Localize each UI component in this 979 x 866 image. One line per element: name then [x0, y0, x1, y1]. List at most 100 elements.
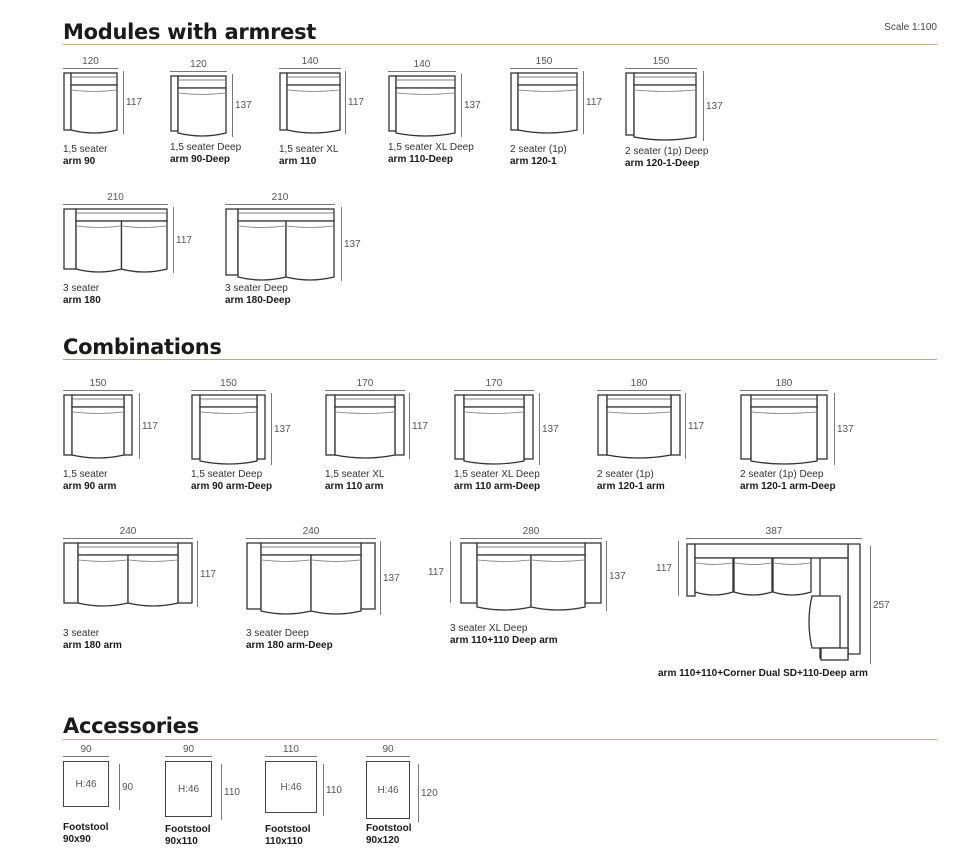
combination-code: arm 90 arm-Deep [191, 481, 273, 492]
armrest [740, 394, 752, 460]
armrest [816, 394, 828, 460]
combination-name: 2 seater (1p) Deep [740, 469, 824, 480]
width-dimension: 120 [63, 56, 118, 69]
backrest [75, 208, 168, 222]
seat-cushion [71, 406, 125, 459]
combination-name: 2 seater (1p) [597, 469, 654, 480]
armrest [523, 394, 534, 460]
module-code: arm 90-Deep [170, 154, 231, 165]
combination-code: arm 110+110 Deep arm [450, 635, 558, 646]
armrest [360, 542, 376, 610]
combination-name: 1,5 seater XL Deep [454, 469, 540, 480]
armrest [63, 208, 77, 270]
sofa-combination-drawing [740, 394, 828, 465]
combination-code: arm 110 arm [325, 481, 384, 492]
backrest [334, 394, 396, 408]
seat-cushion [694, 557, 734, 596]
backrest [633, 72, 697, 86]
sofa-combination-drawing [191, 394, 266, 465]
seat-cushion [286, 84, 341, 134]
width-dimension: 387 [686, 526, 862, 539]
width-dimension: 90 [63, 744, 109, 757]
seat-cushion [237, 220, 287, 281]
seat-cushion [750, 406, 818, 465]
sofa-module-drawing [225, 208, 335, 281]
sofa-combination-drawing [454, 394, 534, 465]
armrest [388, 75, 397, 132]
seat-cushion [772, 557, 812, 596]
width-dimension: 180 [597, 378, 681, 391]
backrest [606, 394, 672, 408]
combination-item: 170 117 1,5 seater XL arm 110 arm [325, 378, 428, 493]
accessory-name: Footstool [165, 824, 211, 835]
combination-item: 150 137 1,5 seater Deep arm 90 arm-Deep [191, 378, 291, 493]
depth-dimension: 137 [341, 207, 361, 281]
depth-dimension: 117 [139, 393, 158, 459]
seat-cushion [334, 406, 396, 459]
armrest [256, 394, 266, 460]
seat-cushion [517, 84, 578, 134]
seat-cushion [199, 406, 258, 465]
accessory-size: 90x120 [366, 835, 400, 846]
module-item: 210 117 3 seater arm 180 [63, 192, 192, 307]
depth-dimension: 137 [539, 393, 559, 465]
backrest [199, 394, 258, 408]
backrest [395, 75, 456, 89]
accessory-name: Footstool [366, 823, 412, 834]
armrest [279, 72, 288, 131]
combination-item: 180 137 2 seater (1p) Deep arm 120-1 arm… [740, 378, 854, 493]
module-name: 1,5 seater XL [279, 144, 339, 155]
sofa-module-drawing [63, 208, 168, 273]
armrest [191, 394, 201, 460]
combination-item: 240 137 3 seater Deep arm 180 arm-Deep [246, 526, 400, 652]
sofa-combination-drawing [460, 542, 602, 611]
armrest [225, 208, 239, 276]
module-code: arm 110-Deep [388, 154, 454, 165]
depth-dimension: 137 [380, 541, 400, 615]
module-name: 2 seater (1p) Deep [625, 146, 709, 157]
seat-cushion [633, 84, 697, 141]
width-dimension: 240 [246, 526, 376, 539]
combination-code: arm 120-1 arm-Deep [740, 481, 836, 492]
depth-dimension: 137 [271, 393, 291, 465]
combination-name: 1,5 seater XL [325, 469, 385, 480]
seat-cushion [285, 220, 335, 281]
sofa-module-drawing [388, 75, 456, 137]
sofa-module-drawing [170, 75, 227, 137]
divider [63, 739, 937, 740]
armrest [597, 394, 608, 456]
sofa-combination-drawing [63, 394, 133, 459]
sofa-module-drawing [279, 72, 341, 134]
depth-dimension: 137 [834, 393, 854, 465]
backrest [77, 542, 179, 556]
depth-dimension: 110 [221, 764, 240, 820]
module-name: 3 seater Deep [225, 283, 288, 294]
combination-name: 3 seater [63, 628, 100, 639]
width-dimension: 140 [388, 59, 456, 72]
combination-item: 150 117 1,5 seater arm 90 arm [63, 378, 158, 493]
depth-dimension-deep: 137 [606, 541, 626, 611]
combination-code: arm 110 arm-Deep [454, 481, 541, 492]
armrest [670, 394, 681, 456]
depth-dimension: 137 [461, 74, 481, 137]
armrest [325, 394, 336, 456]
combination-item: 170 137 1,5 seater XL Deep arm 110 arm-D… [454, 378, 559, 493]
depth-dimension: 137 [232, 74, 252, 137]
seat-cushion [77, 554, 129, 607]
accessory-item: 90 H:46 120 Footstool 90x120 [366, 744, 438, 847]
combination-name: 3 seater XL Deep [450, 623, 528, 634]
width-dimension: 150 [191, 378, 266, 391]
armrest [460, 542, 478, 604]
module-code: arm 120-1 [510, 156, 557, 167]
seat-cushion [70, 84, 118, 134]
footstool-drawing: H:46 [165, 761, 212, 817]
sofa-combination-drawing [63, 542, 193, 607]
sofa-module-drawing [510, 72, 578, 134]
depth-dimension: 110 [323, 764, 342, 816]
module-item: 210 137 3 seater Deep arm 180-Deep [225, 192, 361, 307]
backrest [70, 72, 118, 86]
sofa-module-drawing [63, 72, 118, 134]
seat-cushion [463, 406, 525, 465]
width-dimension: 180 [740, 378, 828, 391]
